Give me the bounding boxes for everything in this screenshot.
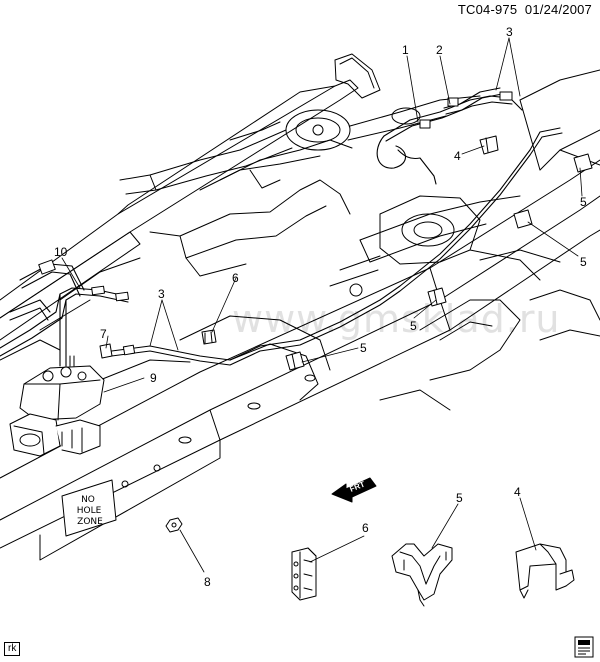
diagram-date: 01/24/2007: [524, 2, 592, 17]
diagram-header: TC04-975 01/24/2007: [458, 2, 592, 17]
callout-10: 10: [54, 245, 68, 259]
callout-3-upper: 3: [506, 25, 513, 39]
callout-5-d: 5: [410, 319, 417, 333]
callout-5-e: 5: [456, 491, 463, 505]
part-4-detail: [515, 543, 575, 599]
callout-8: 8: [204, 575, 211, 589]
callout-7: 7: [100, 327, 107, 341]
callout-6-lower: 6: [362, 521, 369, 535]
frame-crossmembers: [0, 139, 600, 411]
rear-axle-assembly: [119, 95, 481, 195]
callout-5-a: 5: [580, 195, 587, 209]
brake-modulator-valve: [9, 355, 105, 457]
stencil-line-2: HOLE: [77, 506, 102, 516]
callout-4-lower: 4: [514, 485, 521, 499]
stencil-line-1: NO: [81, 495, 95, 505]
callout-labels: 1 2 3 4 5 5 10 6 3 7 5 5 9 5 4 6 8: [54, 25, 587, 589]
callout-5-b: 5: [580, 255, 587, 269]
corner-tag: rk: [4, 642, 21, 656]
clip-markers: [99, 135, 593, 371]
frame-left-rail: [0, 53, 381, 341]
callout-1: 1: [402, 43, 409, 57]
nut-part: [165, 517, 183, 533]
front-arrow-icon: FRT: [331, 477, 377, 503]
brake-lines: [0, 87, 563, 367]
leader-lines: [61, 37, 583, 573]
callout-4-upper: 4: [454, 149, 461, 163]
callout-2: 2: [436, 43, 443, 57]
callout-6-upper: 6: [232, 271, 239, 285]
line-fittings: [38, 91, 513, 356]
callout-9: 9: [150, 371, 157, 385]
part-6-detail: [291, 547, 317, 601]
transmission-assembly: [329, 195, 541, 297]
watermark: www.gmsklad.ru: [232, 297, 561, 341]
no-hole-zone-stencil: NO HOLE ZONE: [61, 479, 117, 537]
part-5-detail: [391, 543, 453, 607]
callout-3-lower: 3: [158, 287, 165, 301]
document-page-icon: [574, 636, 594, 658]
stencil-line-3: ZONE: [77, 517, 103, 527]
callout-5-c: 5: [360, 341, 367, 355]
diagram-code: TC04-975: [457, 2, 518, 17]
